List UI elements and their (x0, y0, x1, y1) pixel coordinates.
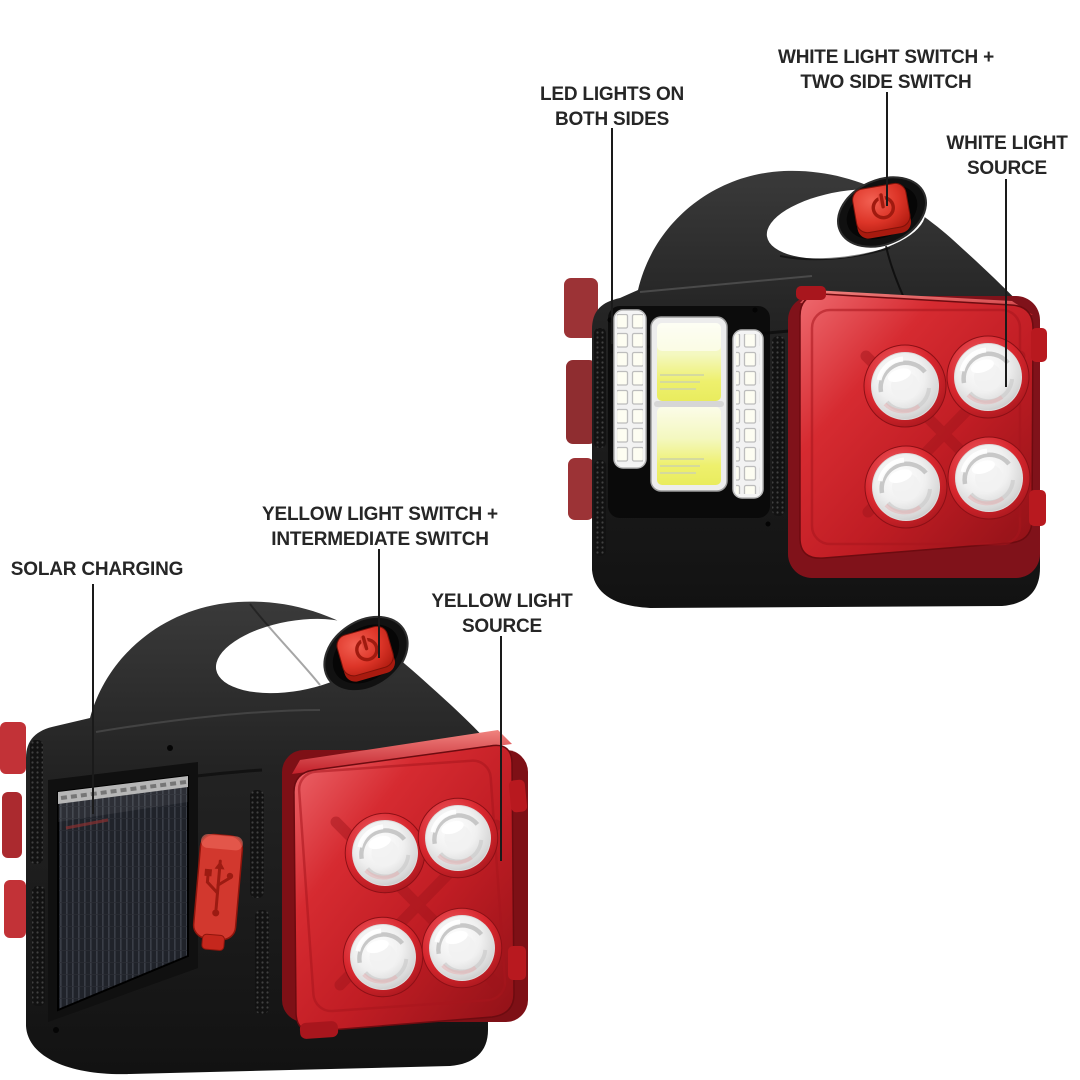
leader-yellow-light-switch (378, 549, 380, 658)
head-bracket (508, 946, 526, 980)
annotation-label-line: SOURCE (966, 158, 1048, 179)
handle-seam (779, 247, 891, 261)
head-bracket (1029, 490, 1046, 526)
grip-groove (255, 910, 269, 1014)
power-button (837, 176, 927, 248)
handle-seam-2 (885, 245, 905, 299)
leader-solar-charging (92, 584, 94, 814)
screw (765, 521, 771, 527)
head-bracket (796, 286, 826, 300)
flashlight-bottom-view (0, 601, 528, 1075)
power-icon (355, 635, 379, 662)
screw (167, 745, 173, 751)
front-lamp-4 (422, 908, 502, 988)
annotation-label-line: INTERMEDIATE SWITCH (271, 529, 489, 550)
front-lamp-1 (864, 345, 946, 427)
top-seam (639, 275, 813, 293)
head-bracket (1031, 328, 1047, 362)
leader-yellow-light-source (500, 636, 502, 861)
grip-groove (250, 790, 264, 898)
head-top-face (292, 730, 512, 774)
rear-red-tabs (564, 278, 598, 520)
grip-groove (594, 460, 606, 556)
annotation-label-line: LED LIGHTS ON (539, 84, 685, 105)
usb-port-cover (192, 833, 244, 951)
annotation-label-line: WHITE LIGHT SWITCH + (777, 47, 995, 68)
grip-groove (772, 336, 785, 516)
leader-white-light-source (1005, 179, 1007, 387)
front-lamp-2 (947, 336, 1029, 418)
usb-icon (204, 859, 234, 917)
grip-groove (32, 886, 45, 1006)
lamp-head (282, 730, 528, 1039)
annotation-label-line: TWO SIDE SWITCH (800, 72, 972, 93)
handle-seam (249, 603, 321, 686)
screw (53, 1027, 59, 1033)
side-led-strip-left (613, 309, 647, 469)
annotation-label-line: BOTH SIDES (554, 109, 670, 130)
screw (752, 307, 758, 313)
front-lamp-2 (418, 798, 498, 878)
grip-groove (594, 328, 606, 448)
side-led-strip-right (732, 329, 764, 499)
top-seam (95, 709, 321, 733)
front-lamp-1 (345, 813, 425, 893)
leader-led-lights (611, 128, 613, 344)
power-icon (871, 193, 895, 220)
rear-red-tabs (0, 722, 26, 938)
head-bracket (299, 1021, 339, 1039)
flashlight-top-view (564, 170, 1047, 608)
front-lamp-3 (865, 446, 947, 528)
annotation-label-line: SOLAR CHARGING (10, 559, 184, 580)
front-lamp-4 (948, 437, 1030, 519)
annotation-label-line: SOURCE (461, 616, 543, 637)
grip-groove (30, 740, 43, 864)
annotation-label-line: YELLOW LIGHT (431, 591, 573, 612)
annotation-label-line: WHITE LIGHT (946, 133, 1068, 154)
leader-white-light-switch (886, 92, 888, 206)
solar-panel (48, 762, 198, 1022)
usb-cover-tab (201, 933, 225, 951)
annotation-label-line: YELLOW LIGHT SWITCH + (262, 504, 498, 525)
cob-light-module (650, 316, 728, 492)
lamp-head (788, 286, 1047, 578)
front-lamp-3 (343, 917, 423, 997)
head-bracket (508, 779, 528, 813)
